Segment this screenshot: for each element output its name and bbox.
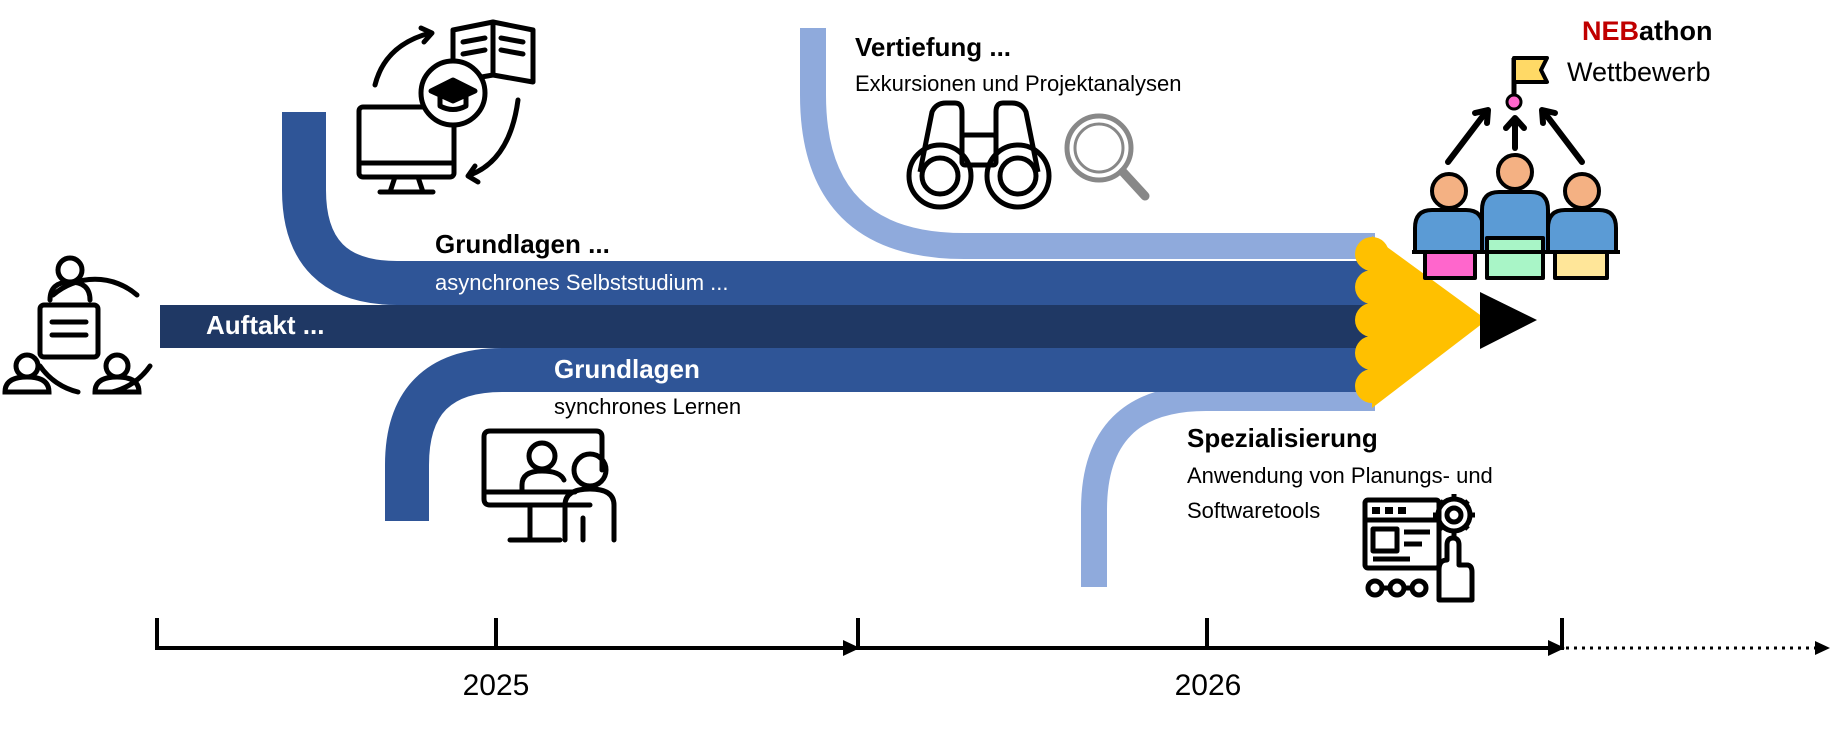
goal-subtitle: Wettbewerb bbox=[1567, 57, 1711, 87]
pencil-tip-icon bbox=[1355, 236, 1537, 408]
auftakt-title: Auftakt ... bbox=[206, 310, 324, 340]
stream-spezialisierung bbox=[1081, 385, 1375, 587]
magnifier-icon bbox=[1064, 113, 1150, 201]
spezialisierung-title: Spezialisierung bbox=[1187, 423, 1378, 453]
web-settings-icon bbox=[1362, 494, 1475, 603]
e-learning-icon bbox=[356, 19, 536, 195]
vertiefung-subtitle: Exkursionen und Projektanalysen bbox=[855, 71, 1182, 96]
team-meeting-icon bbox=[2, 255, 153, 395]
goal-title-rest: athon bbox=[1639, 16, 1713, 46]
video-call-icon bbox=[481, 428, 617, 543]
grundlagen-sync-title: Grundlagen bbox=[554, 354, 700, 384]
stream-grundlagen-async bbox=[282, 112, 1380, 305]
stream-grundlagen-sync bbox=[385, 348, 1380, 521]
stream-auftakt bbox=[160, 305, 1385, 348]
timeline-axis bbox=[155, 618, 1830, 656]
grundlagen-async-title: Grundlagen ... bbox=[435, 229, 610, 259]
binoculars-icon bbox=[906, 100, 1052, 210]
spezialisierung-subtitle-line1: Anwendung von Planungs- und bbox=[1187, 463, 1493, 488]
stream-vertiefung bbox=[800, 28, 1375, 259]
year-label-2025: 2025 bbox=[463, 669, 530, 702]
grundlagen-sync-subtitle: synchrones Lernen bbox=[554, 394, 741, 419]
grundlagen-async-subtitle: asynchrones Selbststudium ... bbox=[435, 270, 728, 295]
goal-title-highlight: NEB bbox=[1582, 16, 1639, 46]
team-goal-icon bbox=[1412, 56, 1620, 280]
spezialisierung-subtitle-line2: Softwaretools bbox=[1187, 498, 1320, 523]
year-label-2026: 2026 bbox=[1175, 669, 1242, 702]
goal-title: NEBathon bbox=[1582, 16, 1713, 46]
vertiefung-title: Vertiefung ... bbox=[855, 32, 1011, 62]
